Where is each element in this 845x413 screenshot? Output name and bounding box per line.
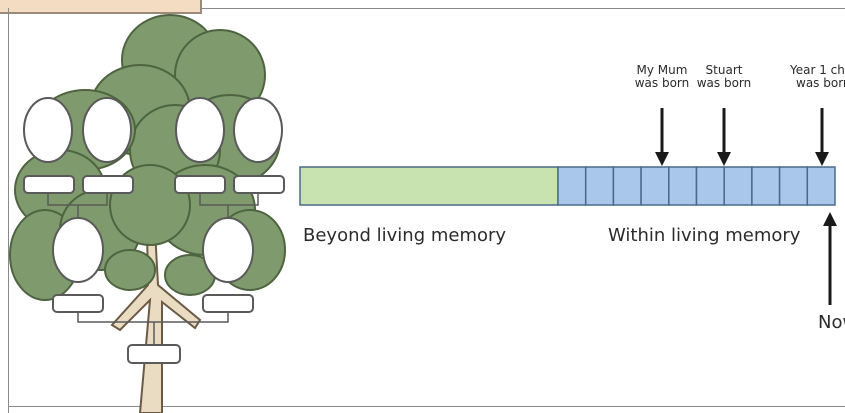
timeline-cell [780, 167, 808, 205]
beyond-living-memory-bar [300, 167, 558, 205]
event-arrow-head [717, 152, 731, 166]
event-label-year1: Year 1 children was born [790, 64, 845, 90]
timeline-cell [752, 167, 780, 205]
beyond-living-memory-label: Beyond living memory [303, 225, 506, 246]
timeline-cell [558, 167, 586, 205]
name-plate [24, 176, 74, 193]
event-arrow-head [815, 152, 829, 166]
event-arrow-head [655, 152, 669, 166]
timeline-cell [697, 167, 725, 205]
name-plate [203, 295, 253, 312]
name-plate [53, 295, 103, 312]
family-tree-illustration [0, 0, 300, 413]
timeline-cell [669, 167, 697, 205]
event-arrows [655, 108, 829, 166]
event-label-mum: My Mum was born [635, 64, 690, 90]
name-plate [83, 176, 133, 193]
event-label-line: was born [635, 77, 690, 90]
portrait-oval [24, 98, 72, 162]
timeline-cell [586, 167, 614, 205]
now-label: Now [818, 312, 845, 333]
portrait-oval [176, 98, 224, 162]
event-label-line: was born [790, 77, 845, 90]
event-label-line: was born [697, 77, 752, 90]
within-living-memory-bar [558, 167, 835, 205]
timeline-cell [807, 167, 835, 205]
name-plate [128, 345, 180, 363]
timeline-cell [641, 167, 669, 205]
timeline-cell [613, 167, 641, 205]
event-label-stuart: Stuart was born [697, 64, 752, 90]
portrait-oval [83, 98, 131, 162]
now-arrow [823, 212, 837, 305]
portrait-oval [203, 218, 253, 282]
name-plate [234, 176, 284, 193]
timeline-graphic [290, 0, 845, 413]
portrait-oval [53, 218, 103, 282]
within-living-memory-label: Within living memory [608, 225, 800, 246]
name-plate [175, 176, 225, 193]
timeline-cell [724, 167, 752, 205]
portrait-oval [234, 98, 282, 162]
